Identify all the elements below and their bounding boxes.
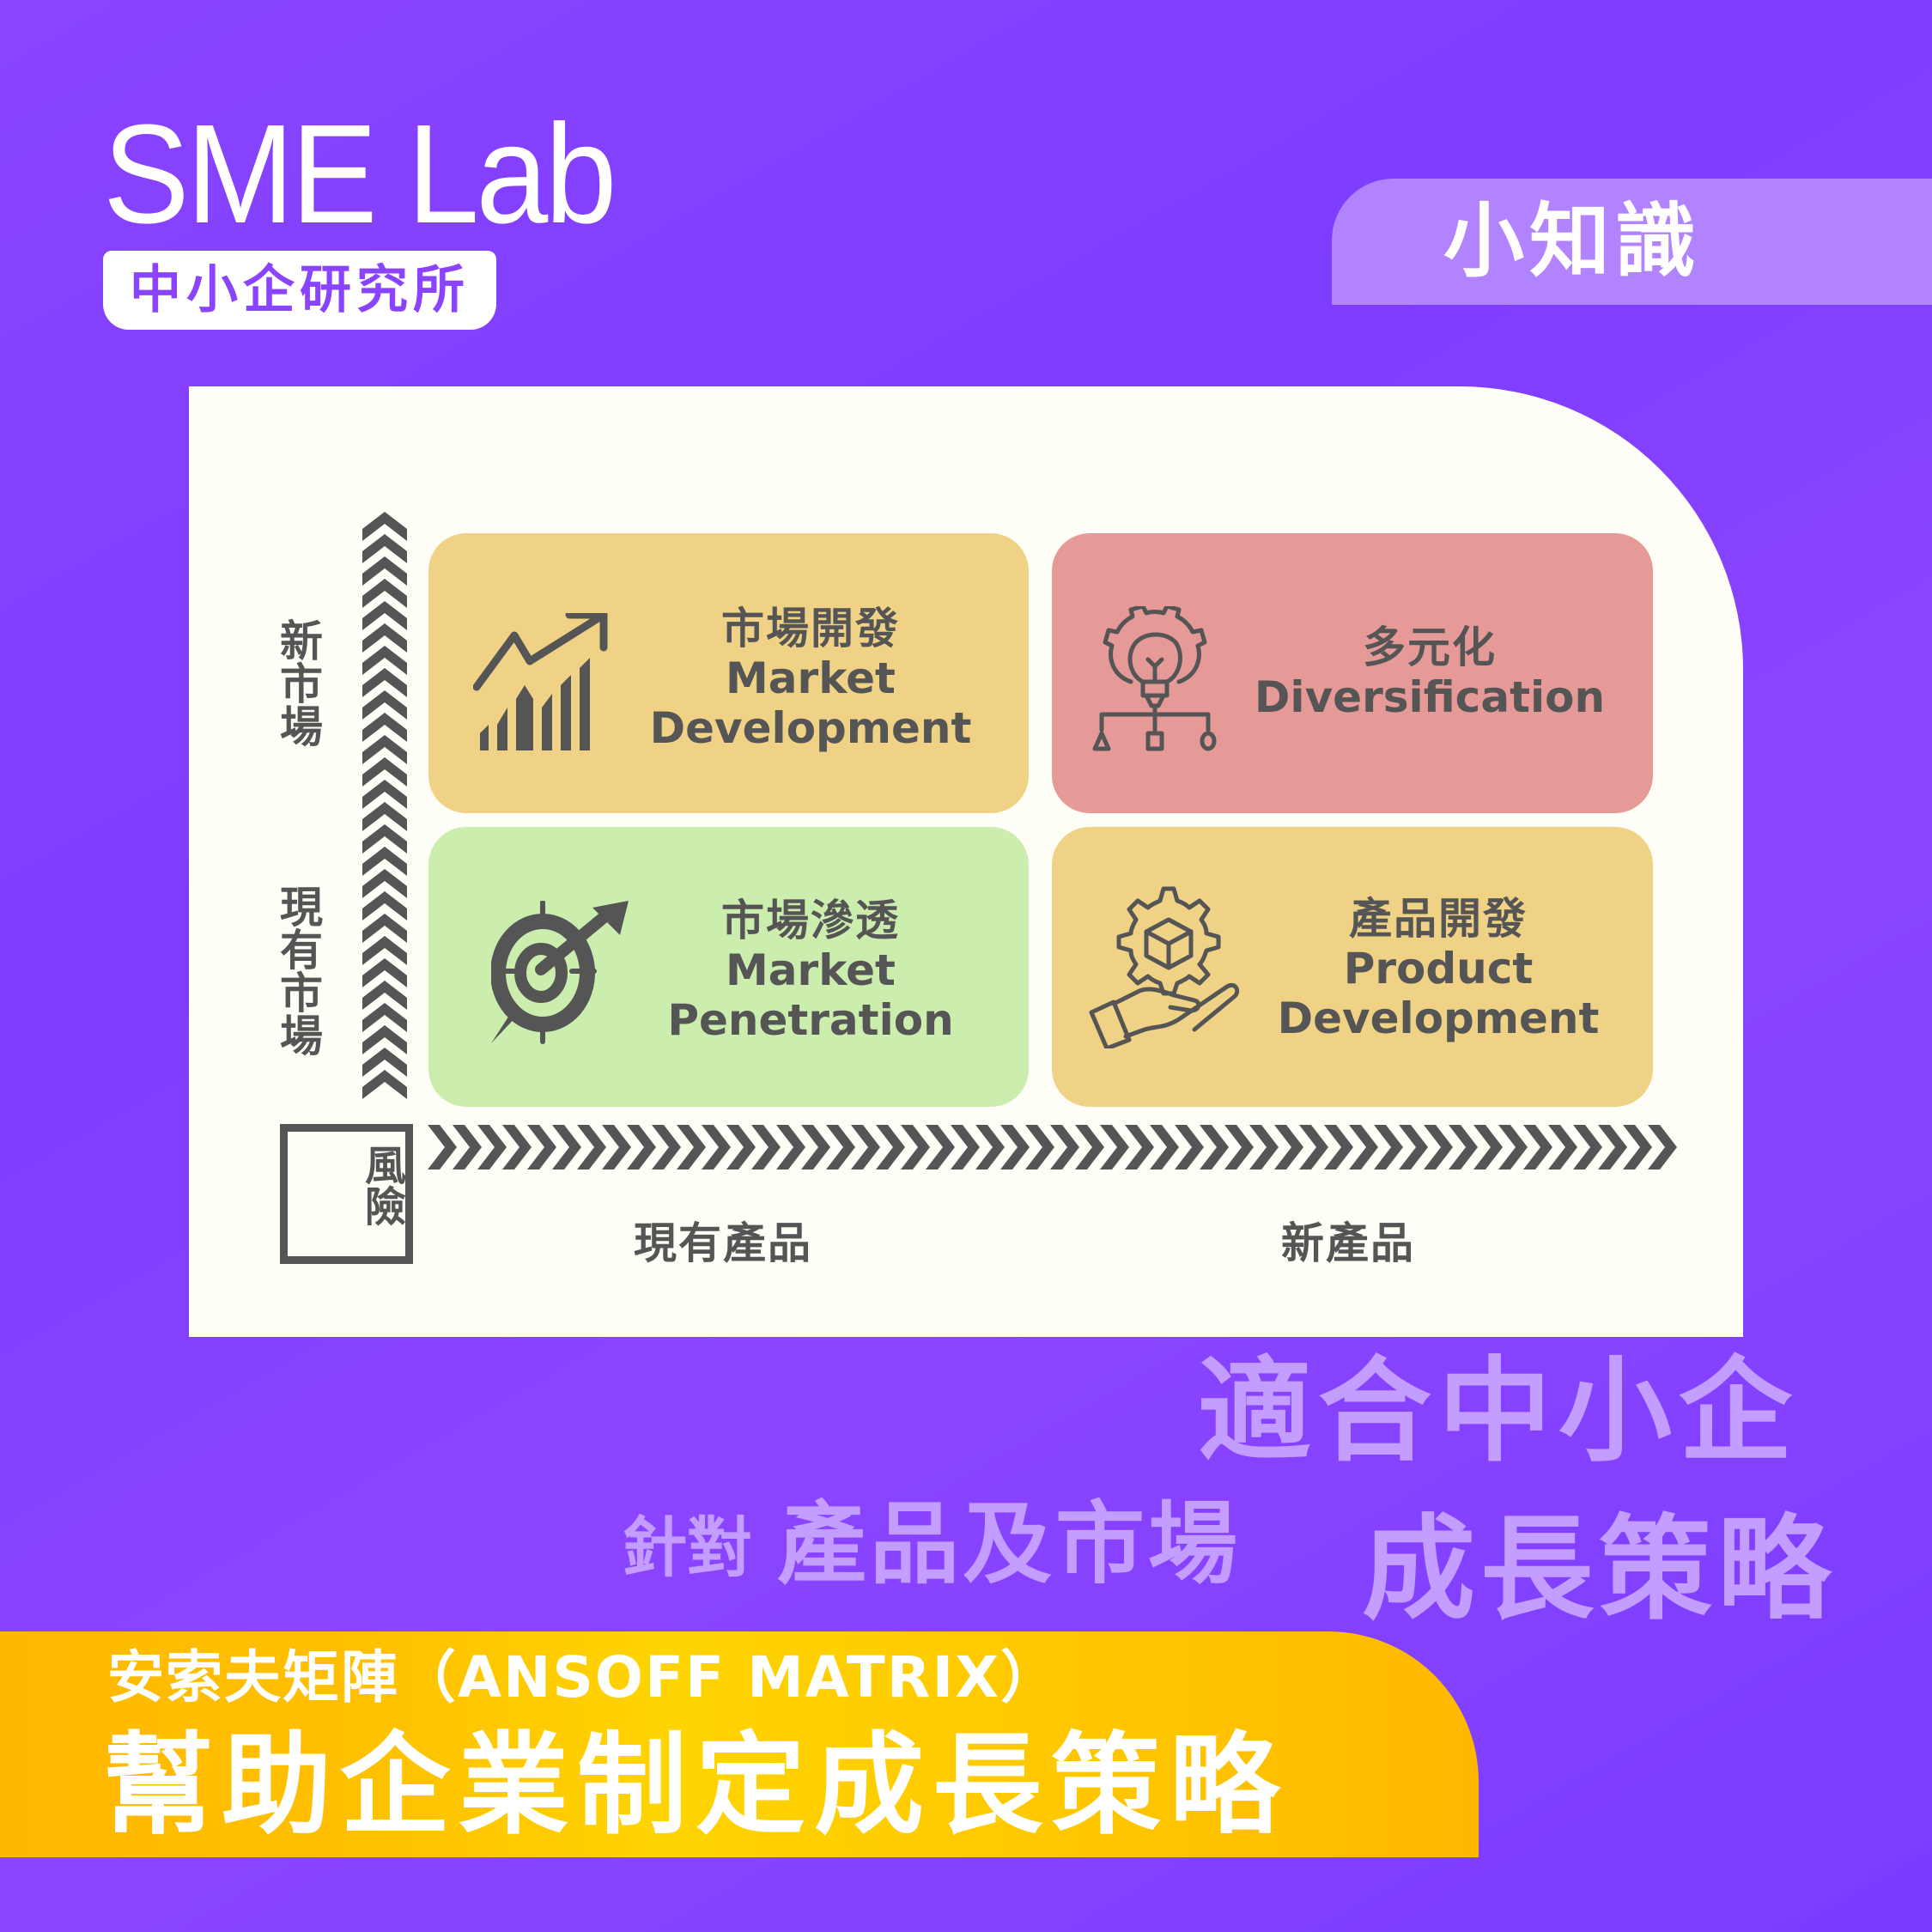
banner-title: 幫助企業制定成長策略 [103, 1722, 1289, 1850]
lightbulb-gear-icon [1092, 606, 1217, 751]
quadrant-title-zh: 多元化 [1363, 623, 1497, 672]
quadrant-title-en-2: Penetration [667, 995, 954, 1045]
quadrant-title-en-1: Market [726, 653, 896, 703]
logo-subtitle: 中小企研究所 [103, 251, 496, 330]
slogan-line-2-small: 針對 [622, 1510, 752, 1586]
quadrant-market-penetration: 市場滲透 Market Penetration [428, 827, 1029, 1107]
x-axis-label-existing-product: 現有產品 [634, 1218, 812, 1268]
slogan-line-3: 成長策略 [1362, 1504, 1836, 1636]
quadrant-text: 市場開發 Market Development [617, 604, 1004, 753]
quadrant-title-en-2: Development [1277, 993, 1600, 1043]
y-axis-label-new-market: 新市場 [273, 618, 323, 747]
vertical-chevron-arrow-icon [362, 512, 407, 1099]
quadrant-diversification: 多元化 Diversification [1052, 533, 1653, 813]
slogan-line-2-large: 產品及市場 [777, 1492, 1242, 1596]
quadrant-title-en-1: Market [726, 945, 896, 995]
bottom-banner: 安索夫矩陣（ANSOFF MATRIX） 幫助企業制定成長策略 [0, 1631, 1479, 1857]
quadrant-text: 市場滲透 Market Penetration [617, 896, 1004, 1045]
quadrant-title-zh: 產品開發 [1349, 894, 1528, 944]
quadrant-title-zh: 市場開發 [721, 604, 900, 653]
quadrant-title-zh: 市場滲透 [721, 896, 900, 945]
quadrant-product-development: 產品開發 Product Development [1052, 827, 1653, 1107]
y-axis-label-existing-market: 現有市場 [273, 884, 323, 1056]
target-arrow-icon [491, 901, 629, 1044]
ansoff-matrix-panel: 新市場 現有市場 [189, 386, 1743, 1337]
horizontal-chevron-arrow-icon [428, 1125, 1677, 1170]
quadrant-title-en-1: Diversification [1254, 672, 1606, 722]
quadrant-text: 產品開發 Product Development [1249, 894, 1627, 1043]
quadrant-title-en-2: Development [649, 703, 972, 753]
x-axis-label-new-product: 新產品 [1281, 1218, 1415, 1268]
logo-wordmark: SME Lab [103, 95, 617, 252]
banner-subtitle: 安索夫矩陣（ANSOFF MATRIX） [107, 1644, 1060, 1710]
knowledge-tag: 小知識 [1332, 179, 1932, 305]
slogan-line-1: 適合中小企 [1198, 1346, 1799, 1478]
sme-lab-logo: SME Lab 中小企研究所 [103, 95, 617, 330]
quadrant-market-development: 市場開發 Market Development [428, 533, 1029, 813]
tag-label: 小知識 [1443, 195, 1702, 289]
growth-chart-icon [473, 613, 608, 750]
quadrant-text: 多元化 Diversification [1232, 623, 1627, 722]
risk-box: 風險 [280, 1124, 413, 1264]
hand-gear-box-icon [1089, 886, 1240, 1048]
risk-label: 風險 [357, 1144, 405, 1226]
quadrant-title-en-1: Product [1343, 944, 1534, 993]
